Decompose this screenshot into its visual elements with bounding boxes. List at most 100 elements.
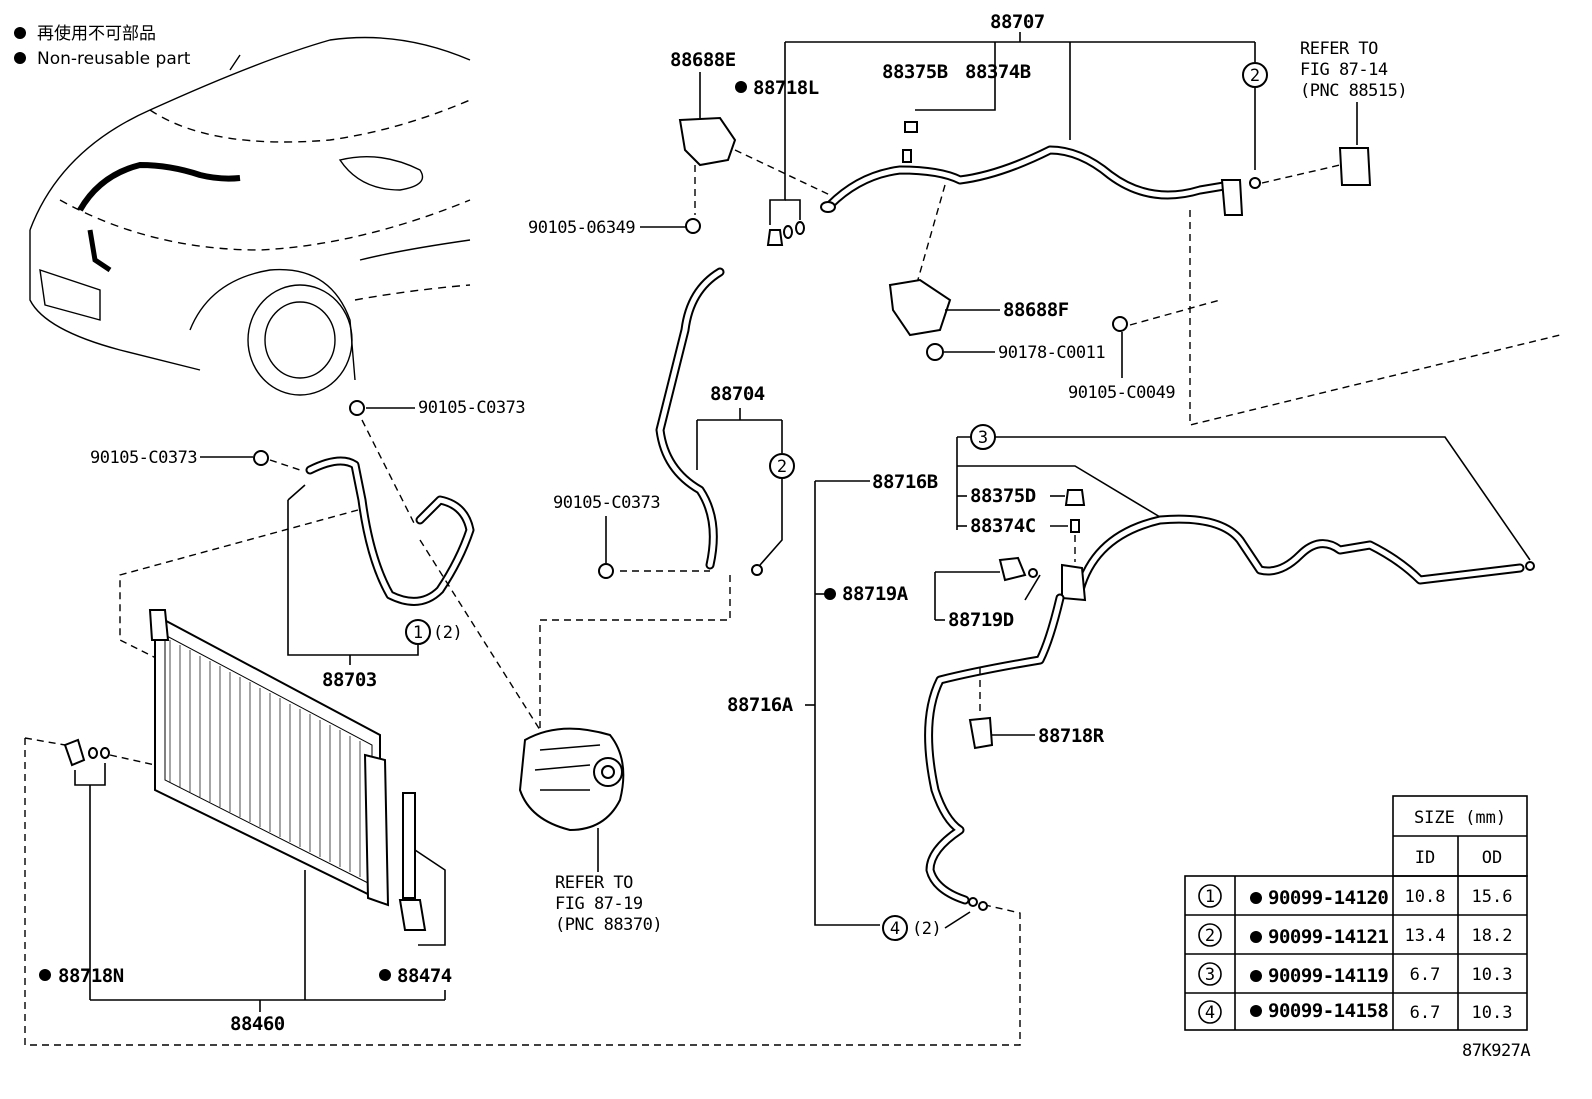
svg-text:3: 3 [1205,965,1215,985]
valve-core-icon [1070,519,1080,533]
svg-text:10.3: 10.3 [1472,965,1513,985]
table-row: 4 90099-14158 6.7 10.3 [1198,1000,1512,1024]
svg-text:90099-14121: 90099-14121 [1268,926,1388,948]
svg-text:4: 4 [1205,1003,1215,1023]
label-90105-c0373-b: 90105-C0373 [90,448,197,468]
figure-code: 87K927A [1462,1041,1530,1061]
hose-88703: 1 (2) 88703 90105-C0373 90105-C0373 [90,398,541,731]
svg-text:2: 2 [1250,66,1260,86]
cap-icon [1064,489,1086,506]
label-88374b: 88374B [965,61,1031,83]
o-ring-icon [751,564,763,576]
non-reusable-bullet-icon [1250,1005,1262,1017]
refer-fig-87-14: REFER TO FIG 87-14 (PNC 88515) [1261,39,1408,186]
bolt-icon [253,450,269,466]
switch-88719a: 88719A 88719D [815,556,1041,631]
tube-88716a: 4 (2) 88718R [882,593,1105,941]
label-88704: 88704 [710,383,765,405]
label-88718r: 88718R [1038,725,1105,747]
svg-text:90099-14120: 90099-14120 [1268,887,1388,909]
svg-text:FIG 87-14: FIG 87-14 [1300,60,1388,80]
bolt-90105-c0049: 90105-C0049 [1068,210,1561,426]
pressure-switch-icon [998,556,1027,582]
svg-text:REFER TO: REFER TO [1300,39,1378,59]
svg-text:(PNC 88515): (PNC 88515) [1300,81,1407,101]
o-ring-icon [1028,568,1038,578]
label-88375d: 88375D [970,485,1036,507]
vehicle-sketch [29,36,471,396]
svg-text:15.6: 15.6 [1472,887,1513,907]
tube-88716b: 3 88716B 88375D 88374C 88716A [727,424,1535,926]
table-row: 2 90099-14121 13.4 18.2 [1198,923,1513,948]
label-88375b: 88375B [882,61,948,83]
svg-text:(2): (2) [433,623,462,643]
non-reusable-bullet-icon [1250,892,1262,904]
legend-jp: 再使用不可部品 [37,23,156,44]
non-reusable-bullet-icon [735,81,747,93]
svg-text:90099-14158: 90099-14158 [1268,1000,1388,1022]
non-reusable-bullet-icon [1250,931,1262,943]
o-ring-icon [1525,561,1535,571]
svg-text:2: 2 [1205,926,1215,946]
svg-text:3: 3 [978,428,988,448]
table-header-od: OD [1482,848,1502,868]
bolt-icon [598,563,614,579]
cap-icon [904,121,918,133]
legend-en: Non-reusable part [37,49,191,69]
label-88474: 88474 [397,965,452,987]
bolt-icon [1112,316,1128,332]
clamp-88718n: 88718N [24,737,1021,1046]
label-90105-06349: 90105-06349 [528,218,635,238]
non-reusable-bullet-icon [14,52,26,64]
label-88718l: 88718L [753,77,819,99]
legend: 再使用不可部品 Non-reusable part [14,23,191,69]
bolt-icon [349,400,365,416]
svg-text:2: 2 [777,457,787,477]
compressor: REFER TO FIG 87-19 (PNC 88370) [518,727,663,935]
label-88688e: 88688E [670,49,736,71]
label-90105-c0049: 90105-C0049 [1068,383,1175,403]
label-88374c: 88374C [970,515,1036,537]
bolt-icon [685,218,701,234]
bracket-88688f: 88688F 90178-C0011 [888,184,1106,363]
svg-text:(2): (2) [912,919,941,939]
label-88703: 88703 [322,669,377,691]
valve-core-icon [902,149,912,163]
table-row: 3 90099-14119 6.7 10.3 [1198,962,1513,987]
non-reusable-bullet-icon [39,969,51,981]
table-row: 1 90099-14120 10.8 15.6 [1198,884,1513,909]
receiver-88474: 88474 [379,792,452,1000]
svg-text:6.7: 6.7 [1410,965,1441,985]
svg-text:4: 4 [890,919,900,939]
svg-text:10.8: 10.8 [1405,887,1446,907]
svg-text:REFER TO: REFER TO [555,873,633,893]
label-88718n: 88718N [58,965,124,987]
callout-2-upper: 2 [1242,62,1268,88]
svg-text:18.2: 18.2 [1472,926,1513,946]
label-88688f: 88688F [1003,299,1069,321]
label-88716a: 88716A [727,694,794,716]
hose-88704: 88704 2 90105-C0373 [539,267,795,735]
label-90105-c0373-c: 90105-C0373 [553,493,660,513]
size-table: SIZE (mm) ID OD 1 90099-14120 10.8 15.6 … [1184,795,1528,1031]
svg-text:90099-14119: 90099-14119 [1268,965,1388,987]
label-88707: 88707 [990,11,1045,33]
svg-text:6.7: 6.7 [1410,1003,1441,1023]
label-88719a: 88719A [842,583,909,605]
condenser-88460: 88460 [90,609,445,1035]
o-ring-icon [1249,177,1261,189]
svg-text:(PNC 88370): (PNC 88370) [555,915,662,935]
label-88460: 88460 [230,1013,285,1035]
table-header-id: ID [1415,848,1435,868]
clamp-icon [968,716,994,750]
hose-88707 [766,32,1261,246]
nut-icon [926,343,944,361]
non-reusable-bullet-icon [379,969,391,981]
label-90178-c0011: 90178-C0011 [998,343,1105,363]
non-reusable-bullet-icon [1250,970,1262,982]
label-88716b: 88716B [872,471,938,493]
svg-text:FIG 87-19: FIG 87-19 [555,894,643,914]
table-header-size: SIZE (mm) [1414,808,1506,828]
label-88719d: 88719D [948,609,1014,631]
